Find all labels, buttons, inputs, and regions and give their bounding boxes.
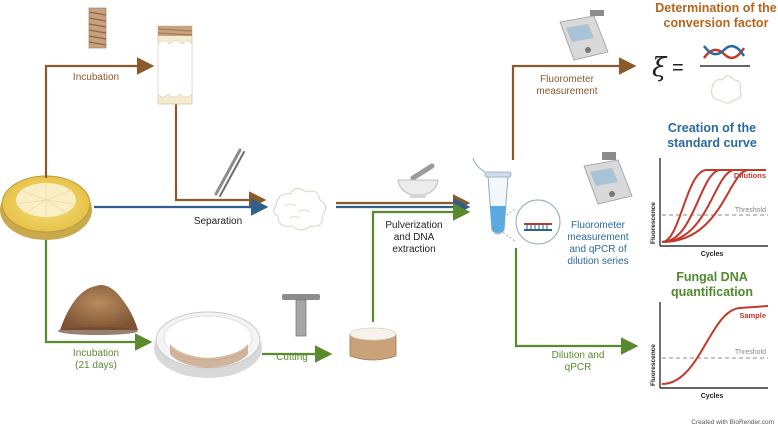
pulverization-label-1: Pulverization xyxy=(385,220,442,231)
standard-xlabel: Cycles xyxy=(701,251,724,258)
colonized-stick-icon xyxy=(157,25,193,105)
dna-zoom-icon xyxy=(499,199,561,245)
dilution-curve-2 xyxy=(661,169,750,243)
microtube-icon xyxy=(472,157,512,235)
separation-label: Separation xyxy=(194,216,242,227)
quant-xlabel: Cycles xyxy=(701,393,724,400)
fluoro-qpcr-label-2: measurement xyxy=(567,232,628,243)
standard-threshold: Threshold xyxy=(735,207,766,214)
equals-sign: = xyxy=(672,57,684,79)
pulverization-label-3: extraction xyxy=(392,244,435,255)
dilution-curve-1 xyxy=(661,169,740,243)
labels: Incubation Separation Incubation (21 day… xyxy=(73,1,777,426)
incubation-21-label-1: Incubation xyxy=(73,348,119,359)
dilution-curve-3 xyxy=(661,169,760,243)
cutting-label: Cutting xyxy=(276,352,308,363)
incubation-21-label-2: (21 days) xyxy=(75,360,117,371)
fluoro-qpcr-label-4: dilution series xyxy=(567,256,628,267)
xi-symbol: ξ xyxy=(652,53,668,83)
quantification-chart xyxy=(659,302,769,389)
tweezers-icon xyxy=(214,148,245,197)
quant-threshold: Threshold xyxy=(735,349,766,356)
dna-helix-icon xyxy=(702,44,746,60)
fluorometer-label-1: Fluorometer xyxy=(540,74,595,85)
brown-path xyxy=(44,57,637,212)
dilution-label-1: Dilution and xyxy=(552,350,605,361)
conversion-formula xyxy=(700,44,750,104)
sample-curve xyxy=(661,305,769,385)
pulverization-label-2: and DNA xyxy=(394,232,435,243)
standard-ylabel: Fluorescence xyxy=(650,202,657,244)
petri-dish-icon xyxy=(0,175,92,240)
conversion-title-2: conversion factor xyxy=(664,16,769,30)
standard-title-2: standard curve xyxy=(667,136,757,150)
conversion-title-1: Determination of the xyxy=(655,1,777,15)
fluoro-qpcr-label-1: Fluorometer xyxy=(571,220,626,231)
standard-curve-chart xyxy=(659,158,768,247)
quant-title-1: Fungal DNA xyxy=(676,270,748,284)
mycelium-plug-icon xyxy=(349,327,397,361)
standard-series-label: Dilutions xyxy=(734,171,766,180)
blue-path xyxy=(94,198,471,216)
fluoro-qpcr-label-3: and qPCR of xyxy=(569,244,626,255)
mycelium-small-icon xyxy=(711,75,742,104)
biorender-credit: Created with BioRender.com xyxy=(691,419,774,426)
wood-stick-icon xyxy=(88,7,107,49)
green-path xyxy=(44,203,639,363)
mycelium-clump-icon xyxy=(272,188,326,231)
quant-title-2: quantification xyxy=(671,285,753,299)
incubation-label: Incubation xyxy=(73,72,119,83)
quant-series-label: Sample xyxy=(739,311,766,320)
fluorometer-label-2: measurement xyxy=(536,86,597,97)
mortar-pestle-icon xyxy=(397,163,439,198)
dilution-label-2: qPCR xyxy=(565,362,592,373)
fluorometer-icon xyxy=(559,10,609,61)
standard-title-1: Creation of the xyxy=(668,121,756,135)
mycelium-dish-icon xyxy=(154,311,262,378)
soil-pile-icon xyxy=(58,285,138,335)
cork-borer-icon xyxy=(282,294,320,337)
fluorometer-icon-2 xyxy=(583,152,633,205)
dilution-curve-4 xyxy=(661,169,766,243)
quant-ylabel: Fluorescence xyxy=(650,344,657,386)
